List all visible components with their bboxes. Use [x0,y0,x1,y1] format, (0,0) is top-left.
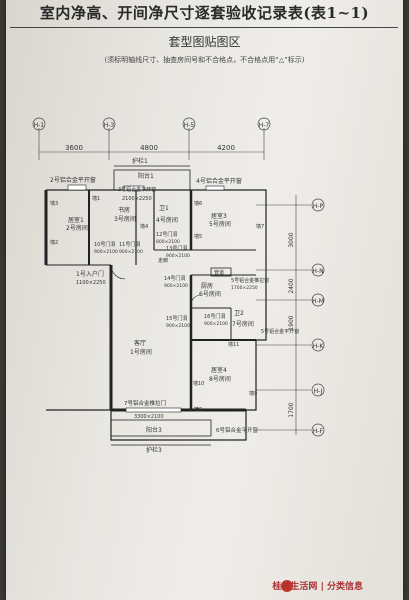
room-wc1-no: 4号房间 [156,216,178,224]
door-15-label: 15号门洞 [166,315,187,322]
door-11-label: 11号门洞 [119,241,140,248]
document-sheet: 室内净高、开间净尺寸逐套验收记录表(表1~1) 套型图贴图区 (须标明轴线尺寸、… [6,0,403,600]
dimension-right: 1900 [288,315,295,330]
watermark-brand: 桂林生活网 [272,582,318,592]
door-7-marker [125,407,182,413]
axis-label: H-7 [259,122,270,129]
corridor-label: 走廊 [158,257,168,264]
window-4-marker [205,185,225,191]
axis-bubbles-top: H-1 H-3 H-5 H-7 [32,117,271,131]
window-6-label: 6号铝合金平开窗 [216,426,258,434]
wall-label: 墙3 [50,200,58,207]
axis-bubble [182,117,196,131]
axis-label: H-3 [104,122,115,129]
wall-label: 墙11 [228,341,239,348]
dimension-top: 4200 [217,144,235,152]
balcony-3-outline [110,419,212,437]
window-5-size: 1700×2250 [231,285,258,291]
axis-label: H-M [312,298,324,305]
room-bed4-no: 8号房间 [209,375,231,383]
wall-label: 墙2 [50,239,58,246]
door-10-size: 900×2100 [94,249,118,255]
page-title: 室内净高、开间净尺寸逐套验收记录表(表1~1) [39,4,370,22]
window-2-marker [67,184,87,191]
balcony-1-label: 阳台1 [138,172,154,180]
room-wc1-label: 卫1 [159,205,169,212]
wall-label: 墙1 [92,195,100,202]
title-underline [10,27,398,28]
rail-1-label: 护栏1 [132,157,148,165]
window-2-label: 2号铝合金平开窗 [50,176,96,184]
room-kitchen-no: 6号房间 [199,290,221,298]
window-3-marker [123,185,145,191]
door-14-size: 900×2100 [164,283,188,289]
room-bed4-label: 居室4 [211,366,227,374]
axis-label: H-1 [34,122,45,129]
entry-door-label: 1号入户门 [76,270,104,278]
wall-label: 墙6 [194,200,202,207]
watermark-separator: | [320,582,327,592]
wall-label: 墙4 [140,223,148,230]
wall-label: 墙7 [256,223,264,230]
door-13-label: 13号门洞 [166,245,187,252]
dimension-right: 1700 [288,402,295,417]
room-study-label: 书房 [118,206,130,214]
room-wc2-label: 卫2 [234,310,244,317]
door-12-label: 12号门洞 [156,231,177,238]
watermark-logo-icon [281,580,293,592]
room-bed3-no: 5号房间 [209,220,231,228]
axis-bubble [257,117,271,131]
axis-bubble [102,117,116,131]
axis-label: H-K [313,343,325,350]
wall-label: 墙10 [193,380,204,387]
wall-label: 墙9 [249,390,257,397]
instruction-note: (须标明轴线尺寸、抽查房间号和不合格点，不合格点用“△”标示) [104,56,305,64]
room-living-label: 客厅 [134,339,146,347]
room-wc2-no: 7号房间 [232,320,254,328]
rail-3-label: 护栏3 [146,446,162,454]
watermark-section: 分类信息 [326,582,363,592]
window-5b-label: 5号铝合金平开窗 [261,328,299,335]
door-12-size: 800×2100 [156,239,180,245]
axis-label: H-P [313,203,324,210]
wall-label: 墙8 [194,406,202,413]
axis-label: H-5 [184,122,195,129]
room-bed1-no: 2号房间 [66,224,88,232]
axis-label: H-J [314,388,323,395]
room-study-no: 3号房间 [114,215,136,223]
door-16-size: 900×2100 [204,321,228,327]
window-4-label: 4号铝合金平开窗 [196,177,242,185]
window-3-label: 3号铝合金平开窗 [118,186,156,193]
door-16-label: 16号门洞 [204,313,225,320]
axis-label: H-F [313,428,324,435]
door-7-label: 7号铝合金推拉门 [124,399,166,407]
watermark: 桂林生活网 | 分类信息 [272,579,363,592]
dimension-right: 2400 [288,278,295,293]
section-title: 套型图贴图区 [168,35,241,49]
door-10-label: 10号门洞 [94,241,115,248]
balcony-3-label: 阳台3 [146,426,162,434]
pipe-shaft [210,267,232,277]
entry-door-size: 1100×2250 [76,280,106,286]
wall-label: 墙5 [194,233,202,240]
room-bed3-label: 居室3 [211,212,227,220]
door-15-size: 900×2100 [166,323,190,329]
dimension-top: 3600 [65,144,83,152]
dimension-top: 4800 [140,144,158,152]
axis-bubble [32,117,46,131]
door-14-label: 14号门洞 [164,275,185,282]
shaft-label: 管道 [214,269,224,276]
axis-label: H-N [312,268,323,275]
door-3-size: 2100×2250 [122,196,152,202]
dimension-right: 3000 [288,232,295,247]
room-kitchen-label: 厨房 [201,282,213,290]
floor-plan: H-1 H-3 H-5 H-7 H-P H-N H-M H-K H-J H-F … [32,117,325,454]
door-11-size: 900×2100 [119,249,143,255]
window-5-label: 5号铝合金推拉窗 [231,277,269,284]
room-bed1-label: 居室1 [68,216,84,224]
room-living-no: 1号房间 [130,348,152,356]
axis-bubbles-right: H-P H-N H-M H-K H-J H-F [311,198,325,437]
door-13-size: 900×2100 [166,253,190,259]
door-7-size: 3300×2100 [134,414,164,420]
